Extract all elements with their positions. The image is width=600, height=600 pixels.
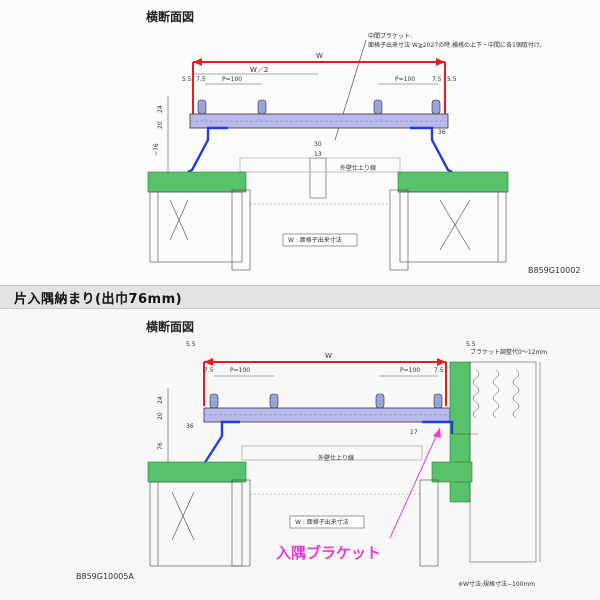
top-legend-box (282, 233, 358, 247)
bottom-wall-structure-right (469, 361, 541, 563)
bottom-insulation-corner (431, 461, 473, 483)
bottom-insulation-left (147, 461, 247, 483)
bottom-dim-75-right: 7.5 (434, 367, 444, 374)
bottom-dim-p-right: P=100 (400, 367, 420, 374)
top-frame-bar (189, 113, 449, 129)
top-dim-w-arrow-right (436, 58, 445, 66)
bottom-panel: 横断面図 B859G10005A 5.5 5.5 ブラケット調整代0～12mm … (0, 310, 600, 600)
top-wall-structure-right (389, 189, 507, 271)
top-legend-text: W : 面格子出来寸法 (288, 236, 342, 244)
top-dim-75-left: 7.5 (196, 76, 206, 83)
bottom-dim-55-right: 5.5 (466, 341, 476, 348)
bottom-dim-17: 17 (410, 429, 418, 436)
bottom-bracket-left (195, 420, 240, 468)
bottom-dim-20: 20 (157, 412, 164, 420)
bottom-grille-bars (209, 393, 443, 409)
top-dim-p-left: P=100 (222, 76, 242, 83)
bottom-dim-55-top: 5.5 (186, 341, 196, 348)
top-dim-75-right: 7.5 (432, 76, 442, 83)
top-section-title: 横断面図 (146, 10, 195, 24)
top-bracket-right (410, 126, 453, 174)
top-dim-36: 36 (438, 129, 446, 136)
bottom-window-frame (241, 445, 423, 461)
section-heading-label: 片入隅納まり(出巾76mm) (14, 292, 183, 307)
bottom-callout-leader (389, 427, 441, 539)
top-note-line1: 中間ブラケット: (368, 32, 412, 40)
bottom-section-title: 横断面図 (146, 320, 195, 334)
bottom-dim-75-left: 7.5 (204, 367, 214, 374)
top-bracket-left (187, 126, 228, 174)
top-dim-55-right: 5.5 (447, 76, 457, 83)
top-dim-24: 24 (157, 105, 164, 113)
bottom-legend-box (289, 515, 365, 529)
top-dim-30: 30 (314, 141, 322, 148)
bottom-callout-arrowhead (433, 428, 441, 438)
top-dim-whalf-label: W／2 (250, 66, 268, 74)
top-grille-bars (197, 99, 441, 115)
section-heading-band: 片入隅納まり(出巾76mm) (0, 285, 600, 309)
bottom-dim-36: 36 (186, 423, 194, 430)
bottom-legend-text: W : 面格子出来寸法 (295, 518, 349, 526)
top-insulation-right (397, 171, 509, 193)
top-drawing-code: B859G10002 (528, 266, 581, 275)
top-dim-p-right: P=100 (395, 76, 415, 83)
bottom-wall-structure-left (149, 479, 251, 567)
top-cross-section-diagram: 中間ブラケット: 面格子出来寸法 W≧2027の時,横桟の上下・中間に各1個取付… (147, 32, 546, 271)
top-dim-20: 20 (157, 121, 164, 129)
top-dim-w-label: W (316, 52, 323, 60)
top-panel: 横断面図 B859G10002 中間ブラケット: 面格子出来寸法 W≧2027の… (0, 0, 600, 288)
top-dim-13: 13 (314, 151, 322, 158)
bottom-footnote: ※W寸法:規格寸法−100mm (458, 580, 535, 588)
bottom-dim-76: 76 (157, 442, 164, 450)
bottom-wall-label: 外壁仕上り線 (318, 454, 354, 462)
bottom-bracket-note: ブラケット調整代0～12mm (470, 348, 547, 356)
top-note-line2: 面格子出来寸法 W≧2027の時,横桟の上下・中間に各1個取付け。 (368, 41, 546, 49)
top-wall-structure-left (149, 189, 251, 271)
bottom-dim-w-label: W (325, 352, 332, 360)
bottom-drawing-code: B859G10005A (76, 572, 134, 581)
bottom-cross-section-diagram: 5.5 5.5 ブラケット調整代0～12mm W 7.5 P=100 P=100… (147, 341, 547, 588)
top-insulation-left (147, 171, 247, 193)
bottom-dim-w-arrow-left (204, 358, 213, 366)
bottom-dim-24: 24 (157, 396, 164, 404)
top-center-bracket (309, 157, 327, 199)
top-dim-76: ~76 (153, 143, 160, 156)
bottom-corner-bracket (422, 420, 454, 434)
top-dim-w-arrow-left (193, 58, 202, 66)
top-window-frame (239, 157, 401, 173)
bottom-corner-bracket-label: 入隅ブラケット (276, 544, 381, 562)
top-wall-label: 外壁仕上り線 (340, 164, 376, 172)
bottom-dim-w-arrow-right (437, 358, 446, 366)
bottom-jamb-right (419, 479, 439, 567)
bottom-dim-p-left: P=100 (230, 367, 250, 374)
top-dim-55-left: 5.5 (182, 76, 192, 83)
